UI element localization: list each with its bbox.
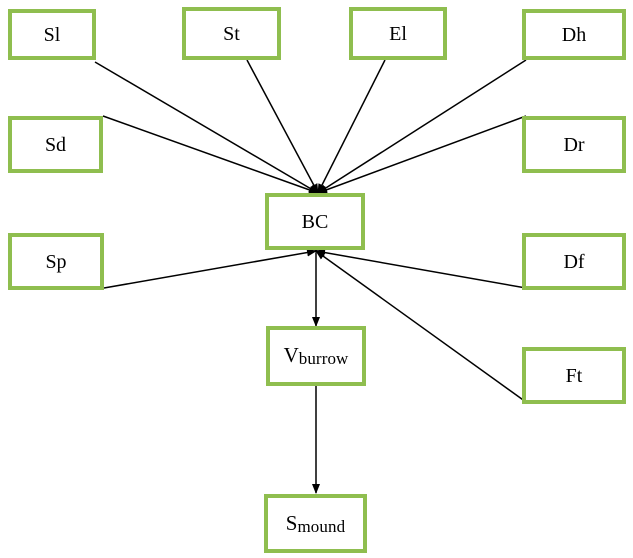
node-dh-label: Dh [561, 23, 587, 46]
node-bc-label: BC [301, 210, 329, 233]
arrow-dr-to-bc [317, 115, 527, 194]
arrow-ft-to-bc [315, 250, 527, 403]
node-df-label: Df [563, 250, 585, 273]
node-st: St [182, 7, 281, 60]
arrow-st-to-bc [246, 59, 319, 194]
node-smound-label: Smound [285, 510, 346, 536]
node-ft: Ft [522, 347, 626, 404]
node-sp-label: Sp [45, 250, 67, 273]
node-sp: Sp [8, 233, 104, 290]
node-smound-main: S [285, 510, 298, 535]
node-sl-label: Sl [43, 23, 61, 46]
node-df: Df [522, 233, 626, 290]
node-ft-label: Ft [565, 364, 583, 387]
node-dr-label: Dr [563, 133, 585, 156]
node-sd-label: Sd [44, 133, 67, 156]
arrow-el-to-bc [317, 59, 386, 194]
node-vburrow-label: Vburrow [283, 343, 349, 368]
arrow-sp-to-bc [103, 248, 317, 289]
node-st-label: St [223, 22, 240, 45]
node-vburrow-main: V [283, 343, 299, 367]
node-dh: Dh [522, 9, 626, 60]
node-smound-sub: mound [297, 516, 346, 536]
node-bc: BC [265, 193, 365, 250]
arrow-sl-to-bc [94, 61, 319, 194]
node-vburrow: Vburrow [266, 326, 366, 386]
node-el-label: El [389, 22, 407, 45]
node-vburrow-sub: burrow [298, 349, 349, 368]
node-el: El [349, 7, 447, 60]
arrow-sd-to-bc [102, 115, 319, 194]
node-sd: Sd [8, 116, 103, 173]
node-smound: Smound [264, 494, 367, 553]
node-sl: Sl [8, 9, 96, 60]
node-dr: Dr [522, 116, 626, 173]
arrow-dh-to-bc [317, 59, 527, 194]
arrow-df-to-bc [315, 248, 527, 289]
